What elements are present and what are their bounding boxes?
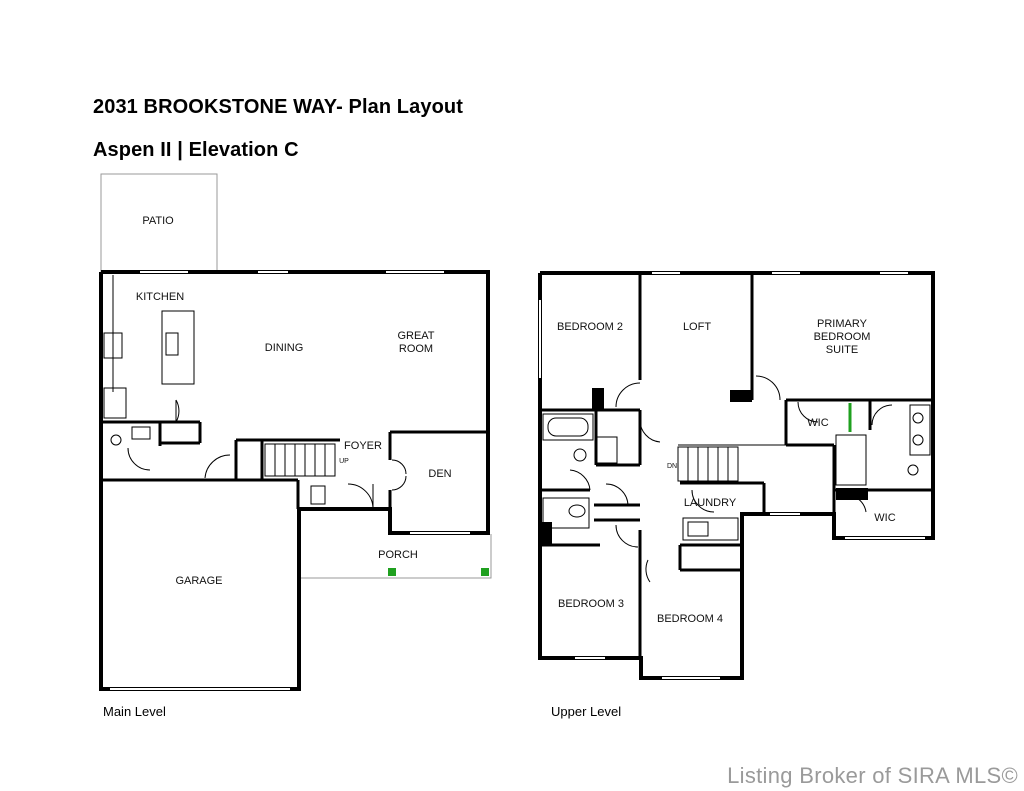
plan-subtitle: Aspen II | Elevation C: [93, 139, 299, 161]
label-primary-line1: PRIMARY: [817, 318, 868, 330]
label-great-room-line2: ROOM: [399, 343, 433, 355]
label-kitchen: KITCHEN: [136, 291, 184, 303]
label-primary-line3: SUITE: [826, 344, 858, 356]
label-garage: GARAGE: [175, 575, 222, 587]
label-bedroom-2: BEDROOM 2: [557, 321, 623, 333]
upper-outer-wall: [538, 271, 935, 680]
label-porch: PORCH: [378, 549, 418, 561]
label-den: DEN: [428, 468, 451, 480]
label-bedroom-4: BEDROOM 4: [657, 613, 723, 625]
label-wic-2: WIC: [874, 512, 895, 524]
listing-watermark: Listing Broker of SIRA MLS©: [727, 763, 1018, 788]
label-dining: DINING: [265, 342, 304, 354]
plan-title: 2031 BROOKSTONE WAY- Plan Layout: [93, 96, 463, 118]
label-laundry: LAUNDRY: [684, 497, 737, 509]
label-patio: PATIO: [142, 215, 174, 227]
label-great-room-line1: GREAT: [397, 330, 434, 342]
main-level-plan: [99, 173, 492, 691]
label-foyer: FOYER: [344, 440, 382, 452]
main-level-caption: Main Level: [103, 704, 166, 719]
label-loft: LOFT: [683, 321, 711, 333]
label-primary-line2: BEDROOM: [814, 331, 871, 343]
label-stairs-up: UP: [339, 458, 349, 465]
label-stairs-down: DN: [667, 463, 677, 470]
upper-level-caption: Upper Level: [551, 704, 622, 719]
label-wic-primary: WIC: [807, 417, 828, 429]
upper-level-plan: [538, 271, 935, 680]
label-bedroom-3: BEDROOM 3: [558, 598, 624, 610]
